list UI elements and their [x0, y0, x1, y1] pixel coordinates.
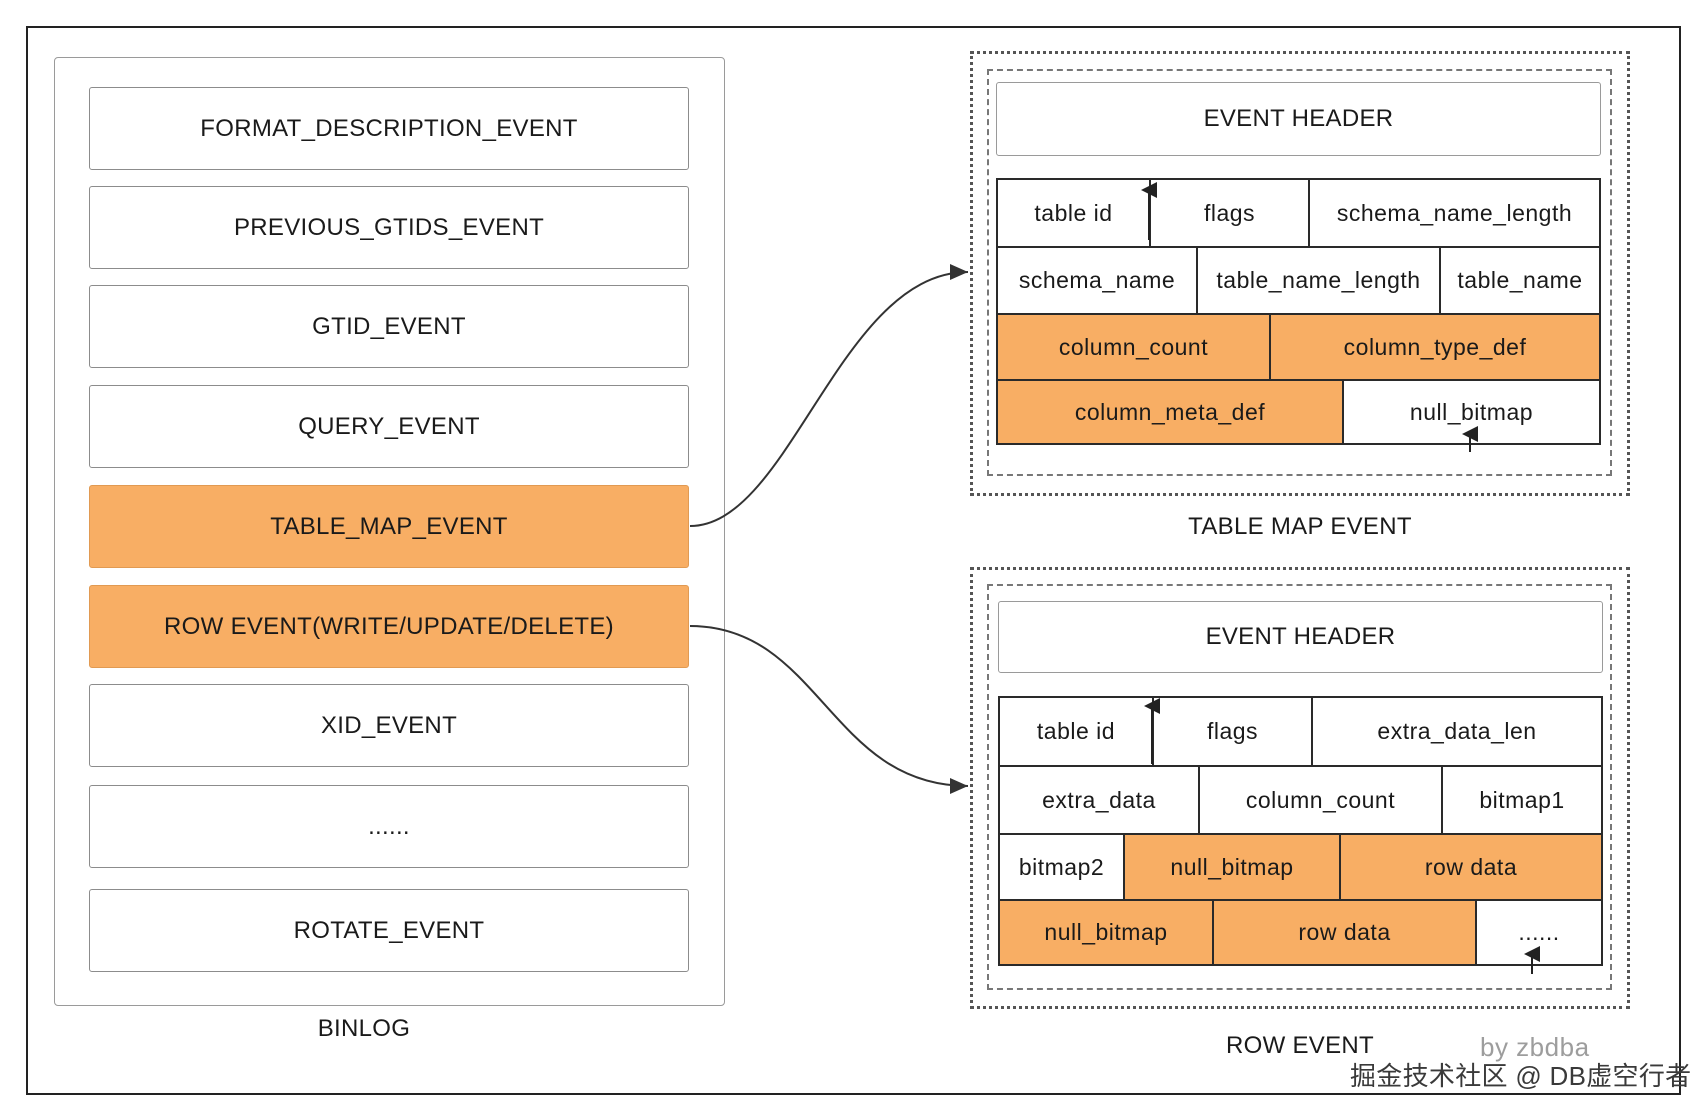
field-cell: null_bitmap: [1000, 901, 1214, 964]
binlog-event: ROW EVENT(WRITE/UPDATE/DELETE): [89, 585, 689, 668]
row-event-header: EVENT HEADER: [998, 601, 1603, 673]
field-cell: table_name: [1441, 248, 1599, 315]
field-cell: flags: [1154, 698, 1313, 767]
table-map-event-inner: [987, 69, 1612, 476]
diagram-frame: [26, 26, 1681, 1095]
table-map-event-header: EVENT HEADER: [996, 82, 1601, 156]
row-event-inner: [987, 584, 1612, 990]
field-cell: column_meta_def: [998, 381, 1344, 443]
row-event-outer: [970, 567, 1630, 1009]
field-cell: extra_data_len: [1313, 698, 1601, 767]
field-cell: bitmap2: [1000, 835, 1125, 901]
field-cell: row data: [1341, 835, 1601, 901]
binlog-event: ......: [89, 785, 689, 868]
field-cell: column_type_def: [1271, 315, 1599, 381]
field-cell: table_name_length: [1198, 248, 1441, 315]
binlog-event: XID_EVENT: [89, 684, 689, 767]
field-cell: null_bitmap: [1125, 835, 1341, 901]
field-cell: table id: [1000, 698, 1154, 767]
field-cell: column_count: [1200, 767, 1443, 835]
field-cell: schema_name: [998, 248, 1198, 315]
field-cell: null_bitmap: [1344, 381, 1599, 443]
site-watermark: 掘金技术社区 @ DB虚空行者: [1350, 1061, 1692, 1091]
binlog-event: FORMAT_DESCRIPTION_EVENT: [89, 87, 689, 170]
binlog-event: ROTATE_EVENT: [89, 889, 689, 972]
author-watermark: by zbdba: [1480, 1032, 1590, 1062]
field-cell: schema_name_length: [1310, 180, 1599, 248]
binlog-event: QUERY_EVENT: [89, 385, 689, 468]
field-cell: ......: [1477, 901, 1601, 964]
field-cell: bitmap1: [1443, 767, 1601, 835]
binlog-event: TABLE_MAP_EVENT: [89, 485, 689, 568]
field-cell: column_count: [998, 315, 1271, 381]
field-cell: extra_data: [1000, 767, 1200, 835]
binlog-event: GTID_EVENT: [89, 285, 689, 368]
table-map-event-outer: [970, 51, 1630, 496]
field-cell: row data: [1214, 901, 1477, 964]
row-event-label: ROW EVENT: [1225, 1032, 1375, 1059]
binlog-event: PREVIOUS_GTIDS_EVENT: [89, 186, 689, 269]
field-cell: table id: [998, 180, 1151, 248]
table-map-event-label: TABLE MAP EVENT: [1188, 513, 1412, 540]
binlog-label: BINLOG: [317, 1015, 411, 1042]
field-cell: flags: [1151, 180, 1310, 248]
binlog-container: [54, 57, 725, 1006]
